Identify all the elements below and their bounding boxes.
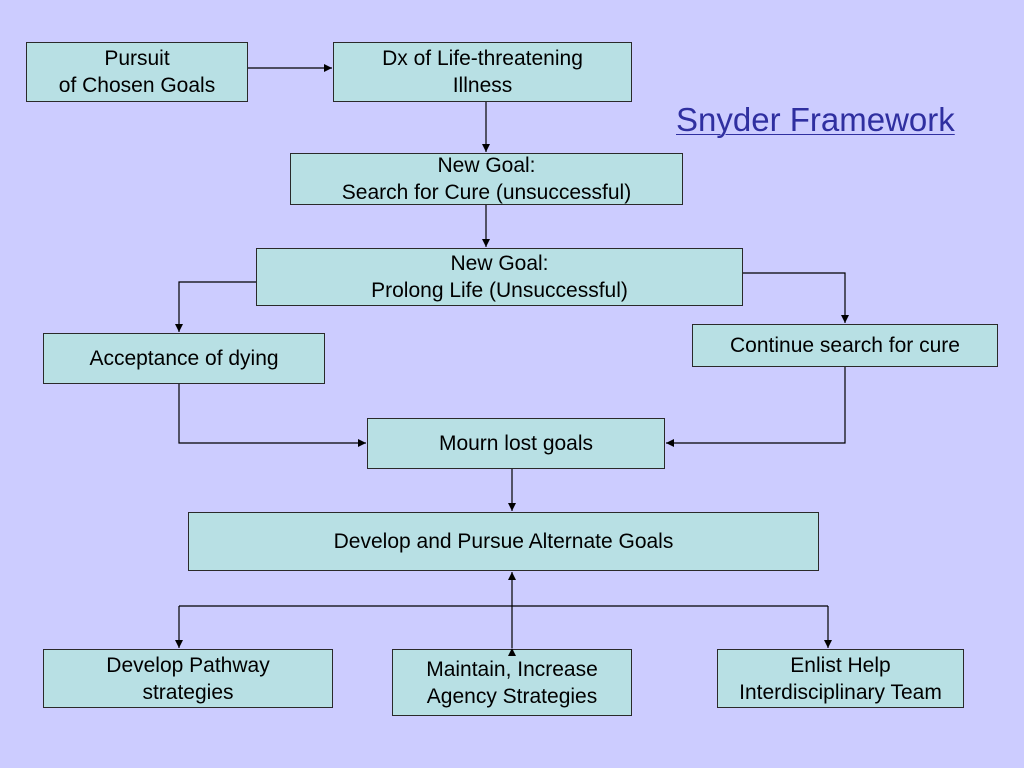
- node-develop-and-pursue-alternate-goals: Develop and Pursue Alternate Goals: [188, 512, 819, 571]
- diagram-title-link[interactable]: Snyder Framework: [676, 101, 955, 138]
- node-new-goal-search-for-cure: New Goal: Search for Cure (unsuccessful): [290, 153, 683, 205]
- node-pursuit-label: Pursuit of Chosen Goals: [58, 47, 216, 97]
- node-prolong-life-label: New Goal: Prolong Life (Unsuccessful): [371, 252, 628, 302]
- node-dx-label: Dx of Life-threatening Illness: [382, 47, 583, 97]
- node-agency-label: Maintain, Increase Agency Strategies: [426, 657, 598, 708]
- node-acceptance-label: Acceptance of dying: [89, 347, 279, 370]
- node-alternate-goals-label: Develop and Pursue Alternate Goals: [333, 530, 674, 553]
- node-search-cure-label: New Goal: Search for Cure (unsuccessful): [341, 154, 632, 204]
- node-new-goal-prolong-life: New Goal: Prolong Life (Unsuccessful): [256, 248, 743, 306]
- node-continue-search-label: Continue search for cure: [730, 334, 960, 357]
- arrow-continue-search-to-mourn: [666, 367, 846, 447]
- node-pursuit-of-chosen-goals: Pursuit of Chosen Goals: [26, 42, 248, 102]
- arrow-acceptance-to-mourn: [178, 384, 366, 447]
- arrow-prolong-to-acceptance: [175, 281, 256, 332]
- node-continue-search-for-cure: Continue search for cure: [692, 324, 998, 367]
- node-pathway-label: Develop Pathway strategies: [106, 654, 270, 704]
- node-mourn-label: Mourn lost goals: [438, 432, 594, 455]
- node-enlist-label: Enlist Help Interdisciplinary Team: [739, 654, 942, 704]
- node-acceptance-of-dying: Acceptance of dying: [43, 333, 325, 384]
- node-maintain-increase-agency: Maintain, Increase Agency Strategies: [392, 649, 632, 716]
- node-mourn-lost-goals: Mourn lost goals: [367, 418, 665, 469]
- node-develop-pathway-strategies: Develop Pathway strategies: [43, 649, 333, 708]
- node-enlist-help-interdisciplinary-team: Enlist Help Interdisciplinary Team: [717, 649, 964, 708]
- node-dx-life-threatening-illness: Dx of Life-threatening Illness: [333, 42, 632, 102]
- arrow-prolong-to-continue-search: [743, 272, 849, 323]
